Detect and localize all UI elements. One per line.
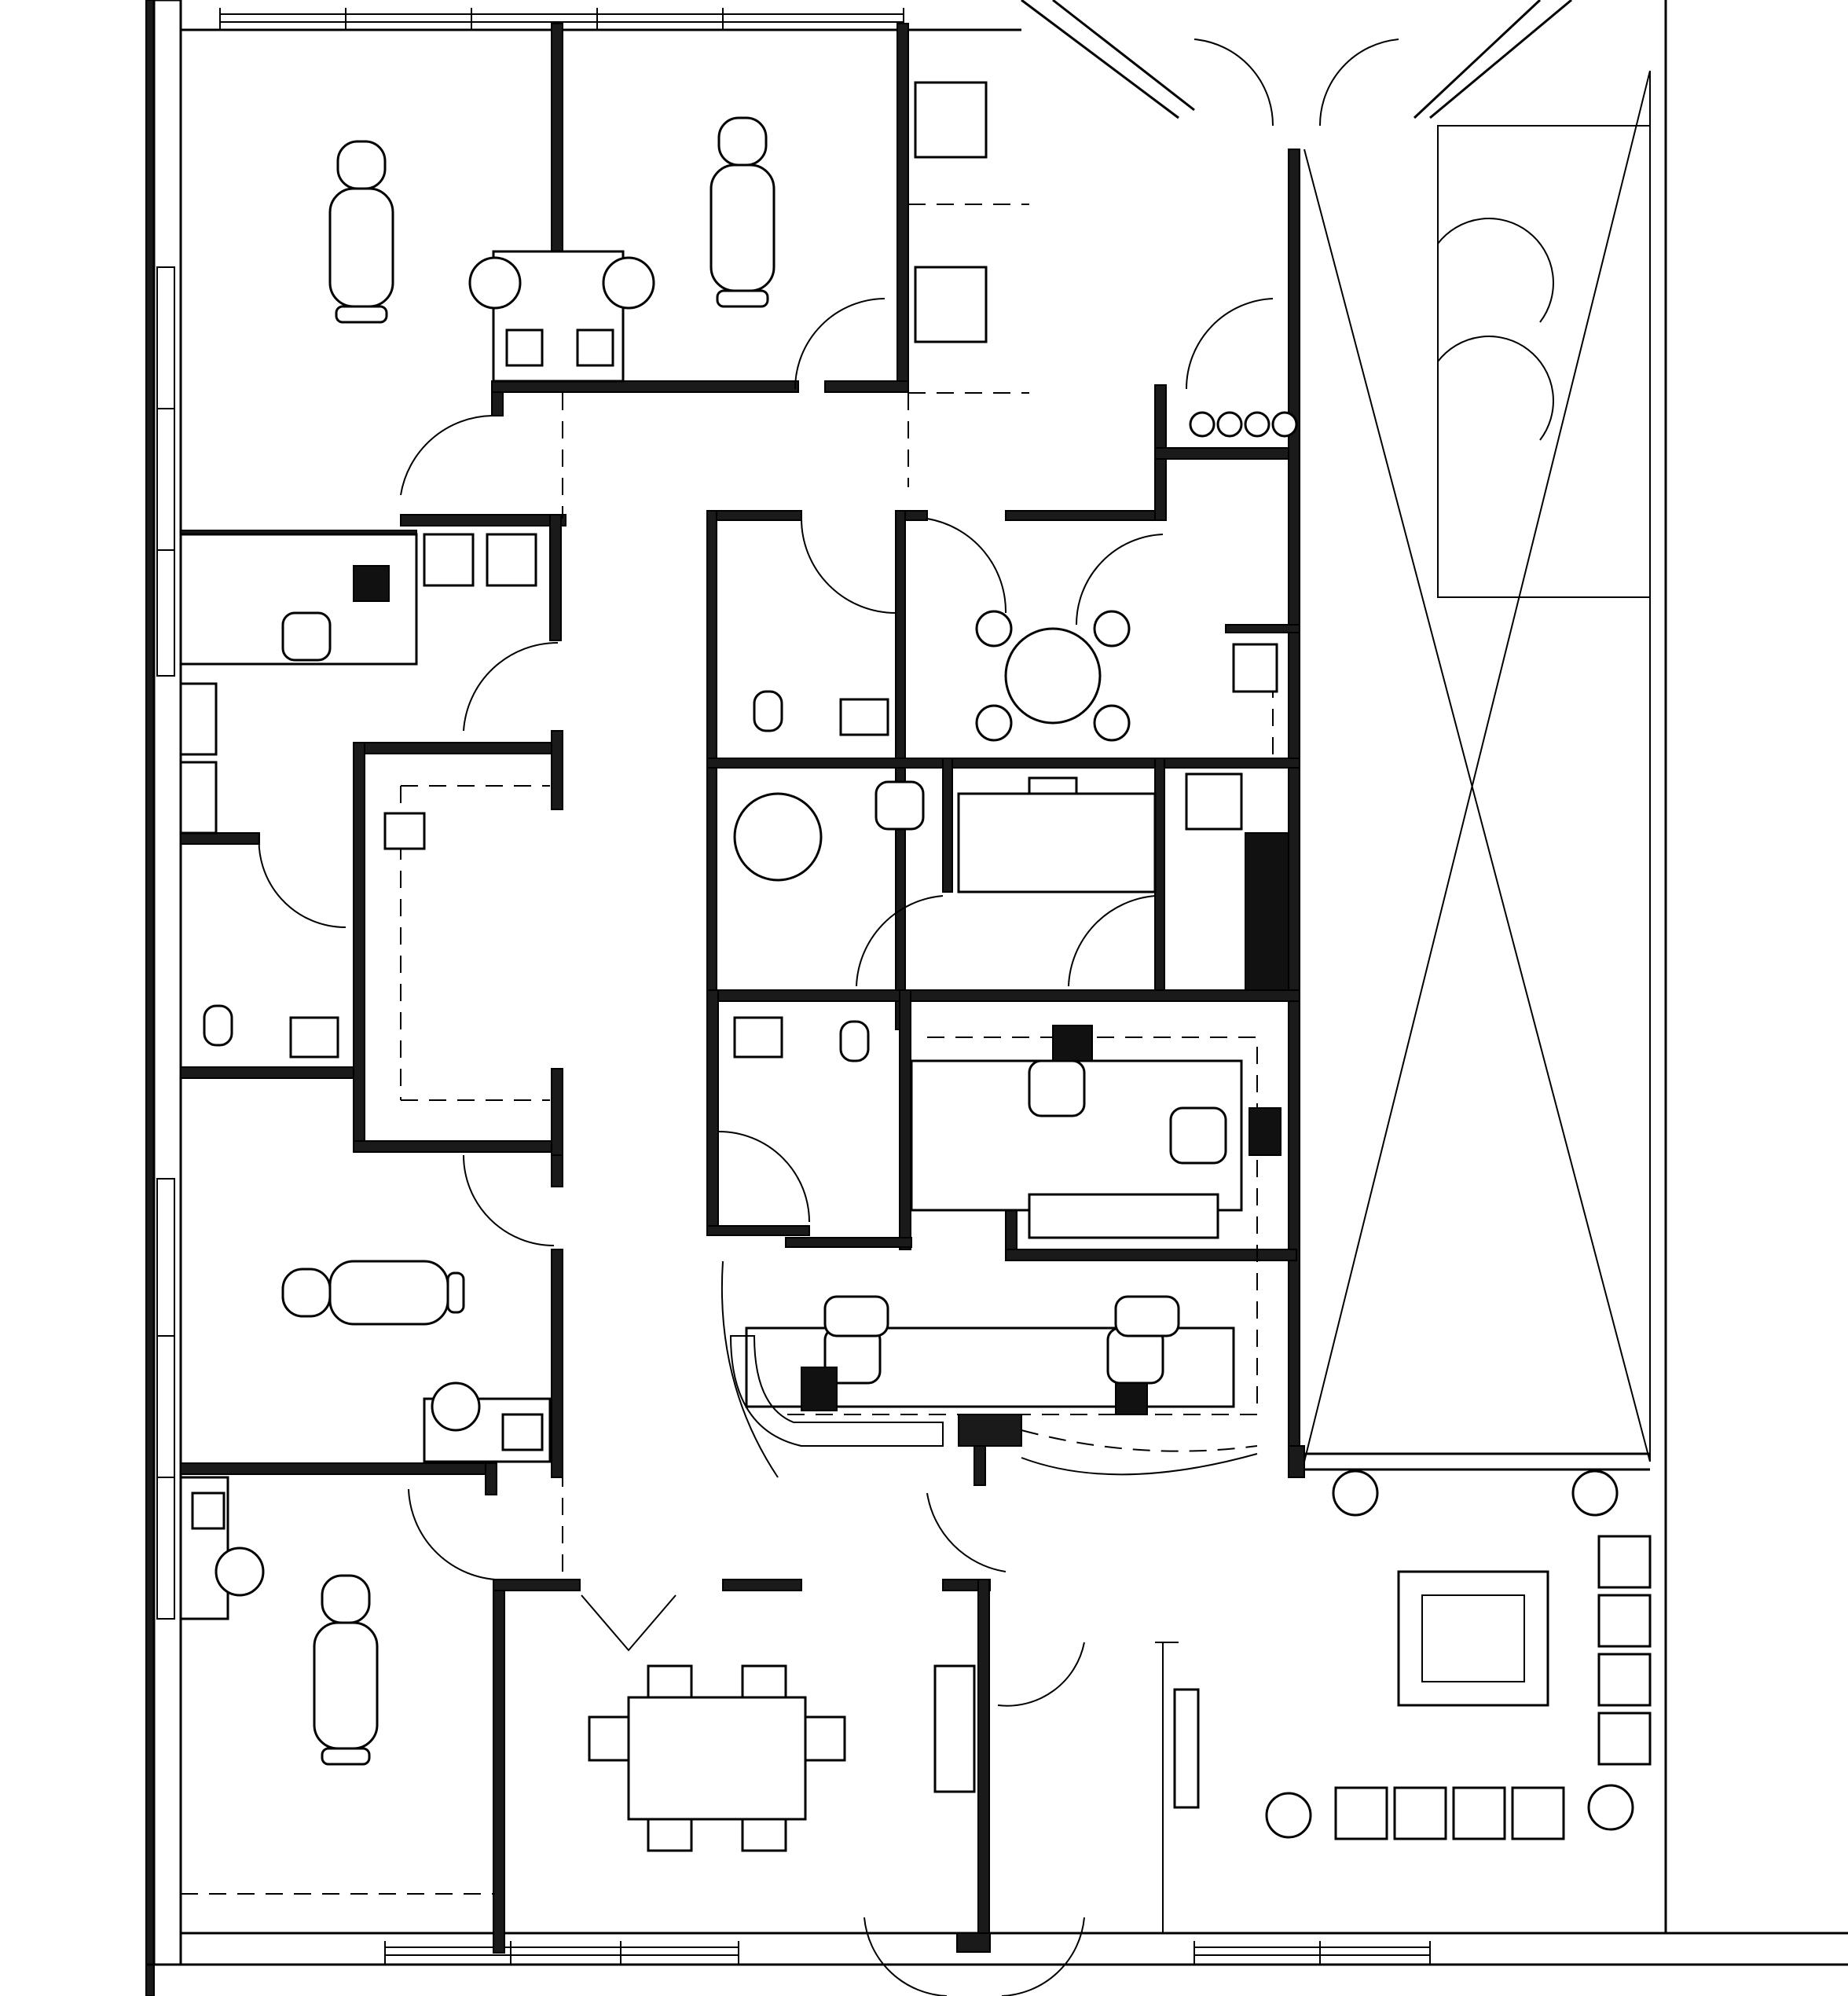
lab-chairs: [729, 1295, 1180, 1447]
reception: [1155, 1642, 1200, 1933]
interior-walls: [180, 23, 1305, 1954]
dental-chair-1: [328, 140, 394, 324]
restroom-fixtures: [203, 643, 1278, 1062]
waiting-room: [1265, 1469, 1652, 1840]
dental-chair-4: [313, 1574, 379, 1766]
dental-chair-3: [281, 1260, 465, 1326]
open-void: [1304, 70, 1651, 1462]
cabinets: [179, 250, 625, 1620]
bottom-windows: [384, 1941, 1431, 1965]
stools: [214, 256, 1298, 1597]
sterilization-equipment: [733, 772, 1243, 893]
left-windows: [156, 266, 175, 1620]
door-swings: [258, 39, 1399, 1996]
break-table: [975, 610, 1131, 742]
offices: [179, 533, 1243, 1408]
dashed-lines: [181, 204, 1274, 1895]
exterior-walls: [145, 0, 1848, 1996]
top-windows: [219, 8, 904, 30]
conference-table: [588, 1664, 976, 1852]
dental-chair-2: [710, 116, 776, 308]
waiting-chairs-upper: [179, 81, 988, 835]
equipment: [353, 565, 1289, 1415]
